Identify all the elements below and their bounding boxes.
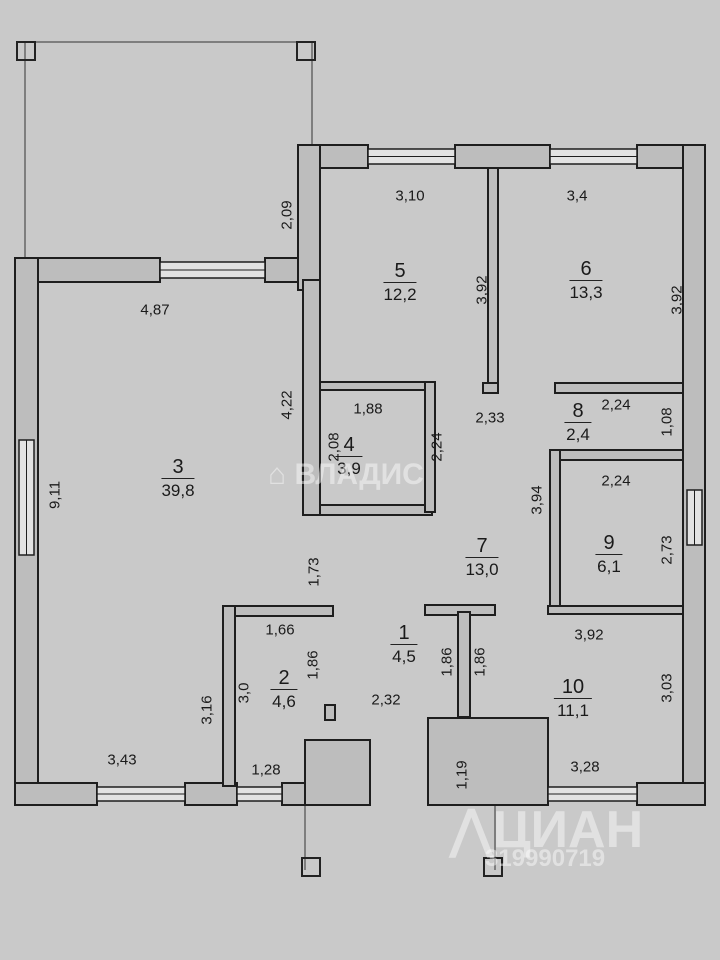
wall [222,605,334,617]
room-number: 10 [553,676,593,699]
dimension-label: 3,10 [395,187,425,205]
room-number: 6 [569,258,603,281]
wall [281,782,306,806]
vladis-text: ВЛАДИС [294,458,424,491]
dimension-label: 1,19 [453,760,471,790]
dimension-label: 3,03 [658,673,676,703]
dimension-label: 2,24 [428,432,446,462]
dimension-label: 3,92 [473,275,491,305]
room-area: 3,9 [337,459,361,478]
wall [304,739,371,806]
wall [457,611,471,718]
dimension-label: 1,88 [353,400,383,418]
dimension-label: 3,16 [198,695,216,725]
room-number: 5 [383,260,417,283]
dimension-label: 4,22 [278,390,296,420]
room-number: 4 [335,434,363,457]
dimension-label: 1,28 [251,761,281,779]
wall [424,381,436,513]
cian-text: ЦИАН [492,801,644,859]
wall [482,382,499,394]
wall [14,782,98,806]
wall [222,605,236,787]
room-area: 39,8 [161,481,195,500]
dimension-label: 1,73 [305,557,323,587]
wall [549,449,561,611]
column-post [483,857,503,877]
dimension-label: 3,43 [107,751,137,769]
wall [554,382,684,394]
dimension-label: 3,4 [566,187,588,205]
wall [554,449,684,461]
room-area: 13,3 [569,283,603,302]
column-post [301,857,321,877]
room-number: 8 [564,400,592,423]
cian-logo-icon: ⋀ [450,801,493,859]
wall [319,381,436,391]
dimension-label: 2,32 [371,691,401,709]
dimension-label: 2,33 [475,409,505,427]
wall [427,717,549,806]
column-post [296,41,316,61]
dimension-label: 2,24 [601,472,631,490]
room-10-label: 10 11,1 [553,676,593,723]
room-area: 12,2 [383,285,417,304]
wall [319,504,433,516]
dimension-label: 1,86 [304,650,322,680]
dimension-label: 1,08 [658,407,676,437]
room-area: 4,5 [392,647,416,666]
column-post [16,41,36,61]
dimension-label: 1,86 [438,647,456,677]
room-area: 6,1 [597,557,621,576]
wall [547,605,684,615]
dimension-label: 4,87 [140,301,170,319]
vladis-watermark: ⌂ ВЛАДИС [268,458,424,492]
wall [324,704,336,721]
dimension-label: 3,94 [528,485,546,515]
listing-id-watermark: 319990719 [485,845,606,872]
dimension-label: 2,73 [658,535,676,565]
room-number: 3 [161,456,195,479]
room-number: 2 [270,667,298,690]
dimension-label: 3,28 [570,758,600,776]
wall [636,782,706,806]
wall [297,144,321,291]
dimension-label: 3,0 [235,682,253,704]
room-area: 13,0 [465,560,499,579]
vladis-logo-icon: ⌂ [268,458,287,491]
wall [302,279,321,516]
dimension-label: 3,92 [668,285,686,315]
wall [454,144,551,169]
room-area: 2,4 [566,425,590,444]
dimension-label: 3,92 [574,626,604,644]
dimension-label: 2,24 [601,396,631,414]
cian-watermark: ⋀ЦИАН [450,800,643,860]
dimension-label: 1,66 [265,621,295,639]
dimension-label: 9,11 [46,480,64,510]
room-number: 1 [390,622,418,645]
dimension-label: 2,09 [278,200,296,230]
room-number: 7 [465,535,499,558]
wall [682,144,706,806]
room-area: 11,1 [557,701,589,720]
dimension-label: 1,86 [471,647,489,677]
room-number: 9 [595,532,623,555]
room-area: 4,6 [272,692,296,711]
